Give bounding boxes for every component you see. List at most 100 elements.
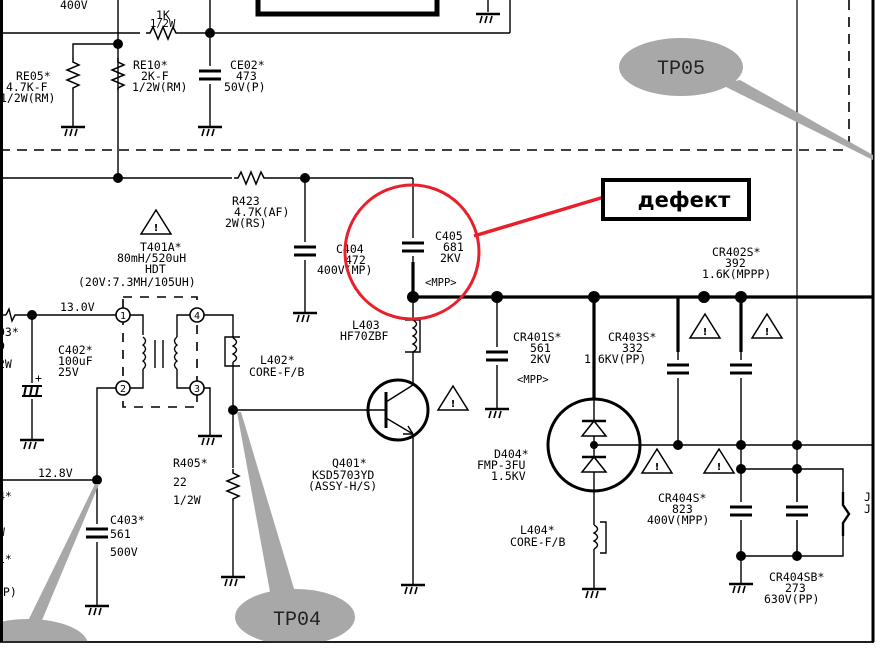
defect-circle [343, 183, 481, 321]
svg-text:2W(RS): 2W(RS) [225, 216, 267, 230]
svg-text:50V(P): 50V(P) [224, 80, 266, 94]
label-r423: R423 [232, 194, 260, 208]
r423-rail [0, 171, 426, 324]
label-c403: C403* [110, 513, 145, 527]
tp04-label: TP04 [273, 609, 321, 632]
svg-text:1/2W: 1/2W [150, 18, 176, 30]
label-cr401s: CR401S* [513, 330, 561, 344]
test-point-tp04[interactable]: TP04 [235, 412, 355, 645]
warning-icon [641, 448, 673, 474]
ground-icon [219, 575, 247, 588]
svg-text:(20V:7.3MH/105UH): (20V:7.3MH/105UH) [78, 275, 196, 289]
svg-text:1/2W(RM): 1/2W(RM) [132, 80, 187, 94]
inductor-l403 [411, 319, 418, 353]
svg-text:03*: 03* [0, 325, 19, 339]
svg-text:1/2W(RM): 1/2W(RM) [0, 91, 55, 105]
svg-text:1*: 1* [0, 552, 12, 566]
warning-icon [689, 313, 721, 339]
resistor-r423 [233, 171, 267, 185]
net-label-12v8: 12.8V [38, 466, 73, 480]
label-cr402s: CR402S* [712, 245, 760, 259]
svg-text:22: 22 [173, 475, 187, 489]
svg-text:(ASSY-H/S): (ASSY-H/S) [308, 479, 377, 493]
label-cr404sb: CR404SB* [769, 570, 824, 584]
svg-text:400V: 400V [60, 0, 88, 12]
tp05-label: TP05 [657, 58, 705, 81]
inductor-l402 [231, 337, 238, 363]
svg-text:1K: 1K [156, 8, 170, 22]
label-l403: L403 [352, 318, 380, 332]
warning-icon [703, 448, 735, 474]
svg-text:HDT: HDT [145, 262, 166, 276]
inductor-l404 [592, 524, 599, 550]
warning-icon [140, 209, 172, 235]
svg-text:472: 472 [345, 253, 366, 267]
label-t401a: T401A* [140, 240, 182, 254]
svg-text:J: J [864, 490, 871, 504]
svg-text:<MPP>: <MPP> [425, 277, 457, 289]
damper-section [546, 397, 873, 600]
diode-icon [580, 419, 608, 437]
svg-text:3: 3 [194, 384, 200, 395]
ground-icon [399, 583, 427, 596]
svg-text:<MPP>: <MPP> [517, 374, 549, 386]
test-point-tp05[interactable]: TP05 [619, 38, 873, 160]
diode-icon [580, 455, 608, 473]
ground-icon [580, 587, 608, 600]
svg-text:4*: 4* [0, 489, 12, 503]
defect-label: дефект [638, 188, 732, 212]
svg-text:4.7K(AF): 4.7K(AF) [234, 205, 289, 219]
jumper-link [841, 492, 851, 536]
label-re05: RE05* [16, 69, 51, 83]
label-d404: D404* [494, 447, 529, 461]
transistor-q401 [233, 297, 430, 596]
svg-text:823: 823 [672, 502, 693, 516]
svg-text:80mH/520uH: 80mH/520uH [117, 251, 186, 265]
svg-text:2W: 2W [0, 357, 12, 371]
ground-icon [727, 582, 755, 595]
resistor-r405 [226, 468, 240, 502]
label-r405: R405* [173, 456, 208, 470]
ground-icon [291, 311, 319, 324]
net-label-13v: 13.0V [60, 300, 95, 314]
svg-text:4: 4 [194, 311, 200, 322]
svg-text:25V: 25V [58, 365, 79, 379]
label-re10: RE10* [133, 58, 168, 72]
test-point-partial[interactable] [0, 484, 886, 658]
svg-text:1: 1 [120, 311, 126, 322]
transformer-t401a: 1 2 3 4 [0, 296, 247, 617]
defect-pointer [473, 195, 605, 238]
svg-text:W: W [0, 525, 5, 539]
ground-icon [83, 604, 111, 617]
svg-text:500V: 500V [110, 545, 138, 559]
ground-icon [59, 125, 87, 138]
defect-marker: дефект [343, 178, 751, 321]
capacitor-c402 [22, 385, 42, 397]
svg-text:D: D [0, 339, 5, 353]
svg-text:561: 561 [110, 527, 131, 541]
svg-text:2: 2 [120, 384, 126, 395]
svg-text:273: 273 [785, 581, 806, 595]
svg-text:HF70ZBF: HF70ZBF [340, 329, 389, 343]
svg-text:400V(MPP): 400V(MPP) [647, 513, 709, 527]
label-ce02: CE02* [230, 58, 265, 72]
svg-text:2KV: 2KV [440, 251, 461, 265]
svg-text:332: 332 [622, 341, 643, 355]
label-l402: L402* [260, 353, 295, 367]
svg-text:392: 392 [725, 256, 746, 270]
secondary-winding [173, 336, 179, 370]
svg-text:1.5KV: 1.5KV [491, 469, 526, 483]
svg-text:J: J [864, 502, 871, 516]
svg-text:FMP-3FU: FMP-3FU [477, 458, 526, 472]
primary-winding [141, 336, 147, 370]
label-cr404s: CR404S* [658, 491, 706, 505]
label-q401: Q401* [332, 456, 367, 470]
svg-text:100uF: 100uF [58, 354, 93, 368]
ground-icon [196, 125, 224, 138]
ground-icon [18, 438, 46, 451]
svg-text:4.7K-F: 4.7K-F [6, 80, 48, 94]
svg-text:681: 681 [443, 240, 464, 254]
svg-text:400V(MP): 400V(MP) [317, 263, 372, 277]
ground-icon [483, 407, 511, 420]
